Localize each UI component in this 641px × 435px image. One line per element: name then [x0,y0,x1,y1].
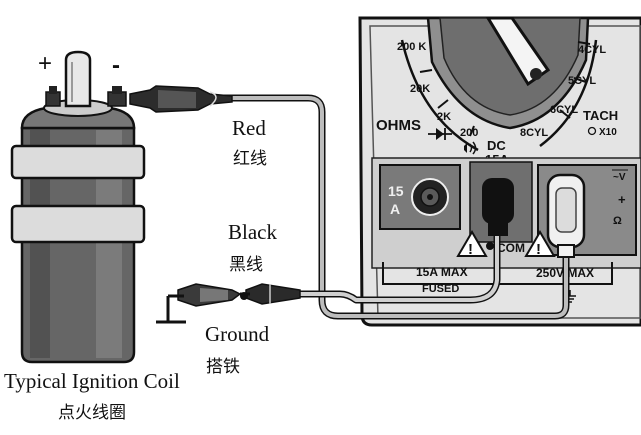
coil-caption-cn: 点火线圈 [58,403,126,423]
tach-label: TACH [583,108,618,123]
coil-mount-band-bottom [10,204,146,244]
coil-caption: Typical Ignition Coil [4,369,180,393]
fused-label: FUSED [422,283,459,295]
black-lead-label: Black [228,220,277,244]
coil-minus-sign: - [112,52,120,79]
ohms-scale-arc [400,39,479,152]
dial-label-2k: 2K [437,111,451,123]
red-lead-wire [220,96,568,318]
com-label: COM [497,241,525,255]
dial-label-4cyl: 4CYL [578,44,606,56]
cyl-scale-arc [539,39,598,147]
dial-label-20k: 20K [410,83,430,95]
dial-label-5cyl: 5CYL [568,75,596,87]
black-lead-wire [300,232,499,302]
ignition-coil [10,50,146,364]
svg-text:!: ! [536,241,541,258]
jack-15a-unit: A [390,201,400,217]
tach-x10-label: X10 [599,127,617,138]
coil-negative-terminal [107,86,127,107]
volt-ohm-symbol-icons: ~V + Ω [612,169,628,227]
tach-x10-circle-icon [587,126,597,136]
com-probe-plug[interactable] [482,178,514,250]
ground-label: Ground [205,322,270,346]
warning-triangle-icon-left: ! [456,230,488,258]
svg-text:+: + [618,192,626,207]
ground-post [156,294,186,324]
black-probe[interactable] [240,283,301,305]
volt-ohm-probe-plug[interactable] [546,173,586,258]
dc-label: DC [487,138,506,153]
dial-label-200k: 200 K [397,41,426,53]
coil-positive-terminal [45,86,61,107]
red-lead-label-cn: 红线 [233,149,267,169]
max-15a-label: 15A MAX [416,265,468,279]
dial-pointer[interactable] [485,16,551,87]
warning-triangle-icon-right: ! [524,230,556,258]
svg-text:Ω: Ω [613,215,622,227]
coil-mount-band-top [10,144,146,180]
red-lead-label: Red [232,116,266,140]
multimeter: 200 K 20K 2K 200 4CYL 5CYL 6CYL 8CYL OHM… [358,16,641,327]
coil-plus-sign: + [38,50,53,77]
ground-label-cn: 搭铁 [206,357,240,377]
dial-pointer-dot [530,68,542,80]
ohms-label: OHMS [376,117,421,134]
dial-label-200: 200 [460,127,478,139]
coil-hv-tower [64,50,92,108]
dial-label-8cyl: 8CYL [520,127,548,139]
ground-alligator-clip[interactable] [177,283,248,307]
diode-icon [428,128,452,140]
red-probe-clip[interactable] [129,85,233,113]
jack-15a-label: 15 [388,183,404,199]
svg-text:!: ! [468,241,473,258]
svg-text:~V: ~V [613,172,626,183]
black-lead-label-cn: 黑线 [229,255,263,275]
dial-label-6cyl: 6CYL [550,104,578,116]
continuity-sound-icon [464,141,477,155]
